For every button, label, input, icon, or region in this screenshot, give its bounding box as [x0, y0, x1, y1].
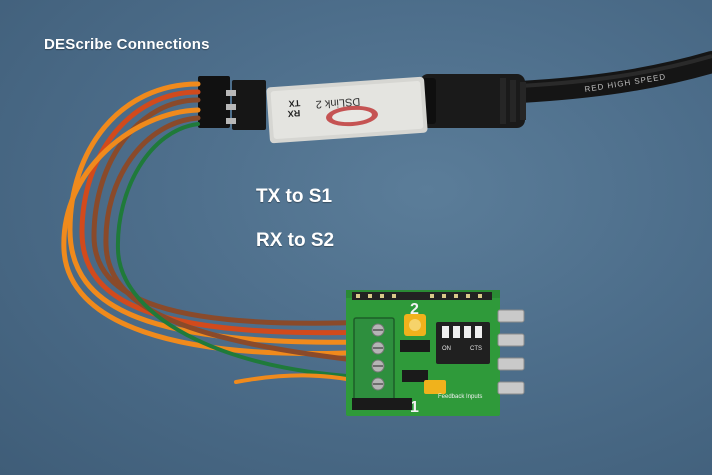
- board-bottom-label: Feedback Inputs: [438, 394, 482, 400]
- caption-tx-line: TX to S1: [256, 186, 333, 207]
- pcb-board: 2 1 ON CTS: [346, 290, 525, 416]
- dip-label-on: ON: [442, 346, 451, 352]
- board-number-bottom: 1: [410, 399, 419, 416]
- dip-label-cts: CTS: [470, 346, 482, 352]
- adapter-pin-rx: RX: [287, 108, 300, 119]
- usb-cable: RED HIGH SPEED: [509, 51, 712, 103]
- adapter-pin-tx: TX: [288, 98, 300, 109]
- caption-title: DEScribe Connections: [44, 36, 210, 53]
- usb-plug: [418, 74, 526, 128]
- board-number-top: 2: [410, 301, 419, 318]
- adapter-brand-text: DSLink 2: [315, 95, 360, 110]
- caption-rx-line: RX to S2: [256, 230, 335, 251]
- servo-connectors: [198, 76, 266, 130]
- dslink-adapter: DSLink 2 TX RX: [266, 76, 428, 144]
